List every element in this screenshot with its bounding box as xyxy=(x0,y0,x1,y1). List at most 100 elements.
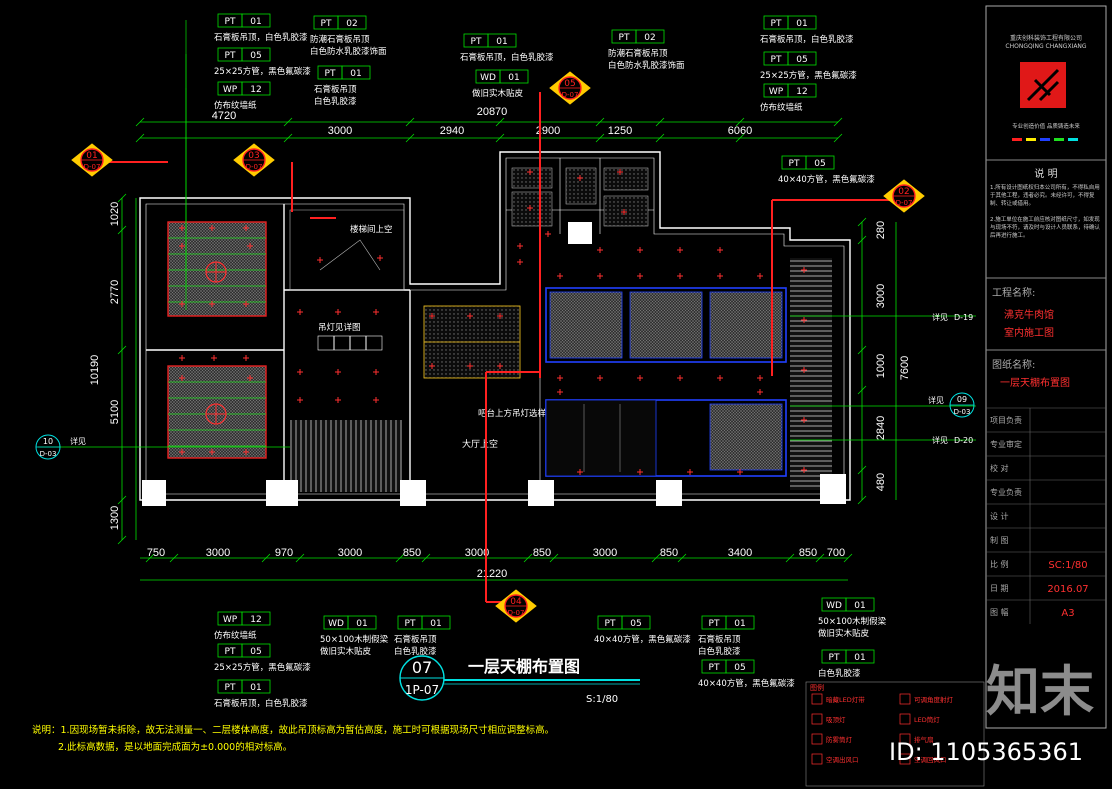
material-tag: PT xyxy=(325,69,336,79)
legend-item: 空调出风口 xyxy=(826,755,859,764)
section-mark-03: 03D-07 xyxy=(233,143,275,177)
ceiling-light xyxy=(179,355,185,361)
material-tag: PT xyxy=(321,19,332,29)
material-tag: PT xyxy=(619,33,630,43)
title-row-label: 图 幅 xyxy=(990,607,1009,617)
floor-plan: 楼梯间上空 大厅上空 吊灯见详图 吧台上方吊灯选样 xyxy=(86,92,890,603)
material-desc: 石膏板吊顶，白色乳胶漆 xyxy=(214,32,308,43)
material-desc: 石膏板吊顶，白色乳胶漆 xyxy=(214,698,308,709)
dim-bottom-11: 700 xyxy=(827,547,845,559)
material-num: 01 xyxy=(430,619,441,629)
material-desc: 40×40方管，黑色氟碳漆 xyxy=(594,634,691,645)
hall-void-label: 大厅上空 xyxy=(462,438,498,450)
ceiling-light xyxy=(757,375,763,381)
ceiling-light xyxy=(467,363,473,369)
ceiling-light xyxy=(429,313,435,319)
material-num: 01 xyxy=(854,653,865,663)
material-desc-2: 白色乳胶漆 xyxy=(698,646,741,657)
ceiling-light xyxy=(335,309,341,315)
company-slogan: 专业创造价值 品质铸造未来 xyxy=(1012,122,1080,130)
material-num: 01 xyxy=(250,683,261,693)
ceiling-light xyxy=(621,209,627,215)
ceiling-light xyxy=(597,247,603,253)
material-num: 05 xyxy=(796,55,807,65)
material-tag: PT xyxy=(471,37,482,47)
dining-ceiling-grid xyxy=(545,287,787,477)
legend-item: 暗藏LED灯带 xyxy=(826,695,865,704)
legend-item: 空调回风口 xyxy=(914,755,947,764)
ceiling-light xyxy=(243,355,249,361)
material-tag: WP xyxy=(223,615,238,625)
title-row-label: 校 对 xyxy=(990,463,1009,473)
material-desc: 石膏板吊顶 xyxy=(698,634,741,645)
ceiling-light xyxy=(335,369,341,375)
ceiling-light xyxy=(297,309,303,315)
ref-right-3-text: 详见 xyxy=(932,435,948,445)
section-mark-02: 02D-07 xyxy=(883,179,925,213)
material-desc: 25×25方管，黑色氟碳漆 xyxy=(214,662,311,673)
ceiling-light xyxy=(317,257,323,263)
ceiling-light xyxy=(497,313,503,319)
ceiling-light xyxy=(373,397,379,403)
drawing-value: 一层天棚布置图 xyxy=(1000,376,1070,389)
dim-top-0: 3000 xyxy=(328,125,352,137)
ceiling-light xyxy=(467,313,473,319)
ceiling-light xyxy=(757,389,763,395)
ceiling-light xyxy=(557,375,563,381)
dimension-lines xyxy=(121,121,897,581)
material-num: 01 xyxy=(796,19,807,29)
material-desc: 40×40方管，黑色氟碳漆 xyxy=(778,174,875,185)
material-tag: WP xyxy=(769,87,784,97)
section-mark-sheet: D-07 xyxy=(84,163,101,171)
dim-bottom-5: 3000 xyxy=(465,547,489,559)
dim-bottom-3: 3000 xyxy=(338,547,362,559)
dim-right-0: 280 xyxy=(875,221,887,239)
material-tag: PT xyxy=(225,647,236,657)
ceiling-light xyxy=(243,225,249,231)
dimension-ticks xyxy=(117,117,867,563)
legend-item: LED筒灯 xyxy=(914,715,940,724)
material-tag: WP xyxy=(223,85,238,95)
title-row-label: 设 计 xyxy=(990,511,1009,521)
material-num: 01 xyxy=(508,73,519,83)
ref-right-3-sheet: D-20 xyxy=(954,436,973,445)
title-row-label: 比 例 xyxy=(990,559,1009,569)
ceiling-light xyxy=(677,375,683,381)
material-num: 05 xyxy=(250,51,261,61)
ref-left-num: 10 xyxy=(43,437,53,446)
section-cut-lines xyxy=(86,92,890,603)
material-desc: 仿布纹墙纸 xyxy=(214,630,257,641)
ceiling-light xyxy=(597,375,603,381)
color-bar xyxy=(1012,138,1078,141)
project-value-2: 室内施工图 xyxy=(1004,326,1054,339)
material-num: 12 xyxy=(796,87,807,97)
company-name: 重庆创科装饰工程有限公司 xyxy=(1010,34,1082,42)
ceiling-light xyxy=(497,363,503,369)
material-callout-wp: WP 12 仿布纹墙纸 xyxy=(760,83,817,113)
material-desc-2: 做旧实木贴皮 xyxy=(320,646,372,657)
dim-top-total: 20870 xyxy=(477,106,508,118)
material-desc: 仿布纹墙纸 xyxy=(760,102,803,113)
bar-lamp-label: 吧台上方吊灯选样 xyxy=(478,408,547,419)
legend-item: 排气扇 xyxy=(914,735,934,744)
ceiling-light xyxy=(717,273,723,279)
material-tag: PT xyxy=(225,51,236,61)
dim-top-3: 1250 xyxy=(608,125,632,137)
material-tag: PT xyxy=(405,619,416,629)
ceiling-light xyxy=(179,225,185,231)
section-mark-sheet: D-07 xyxy=(508,609,525,617)
detail-ref-left: 10 D-03 详见 xyxy=(35,434,290,460)
ceiling-light xyxy=(757,273,763,279)
section-mark-sheet: D-07 xyxy=(562,91,579,99)
